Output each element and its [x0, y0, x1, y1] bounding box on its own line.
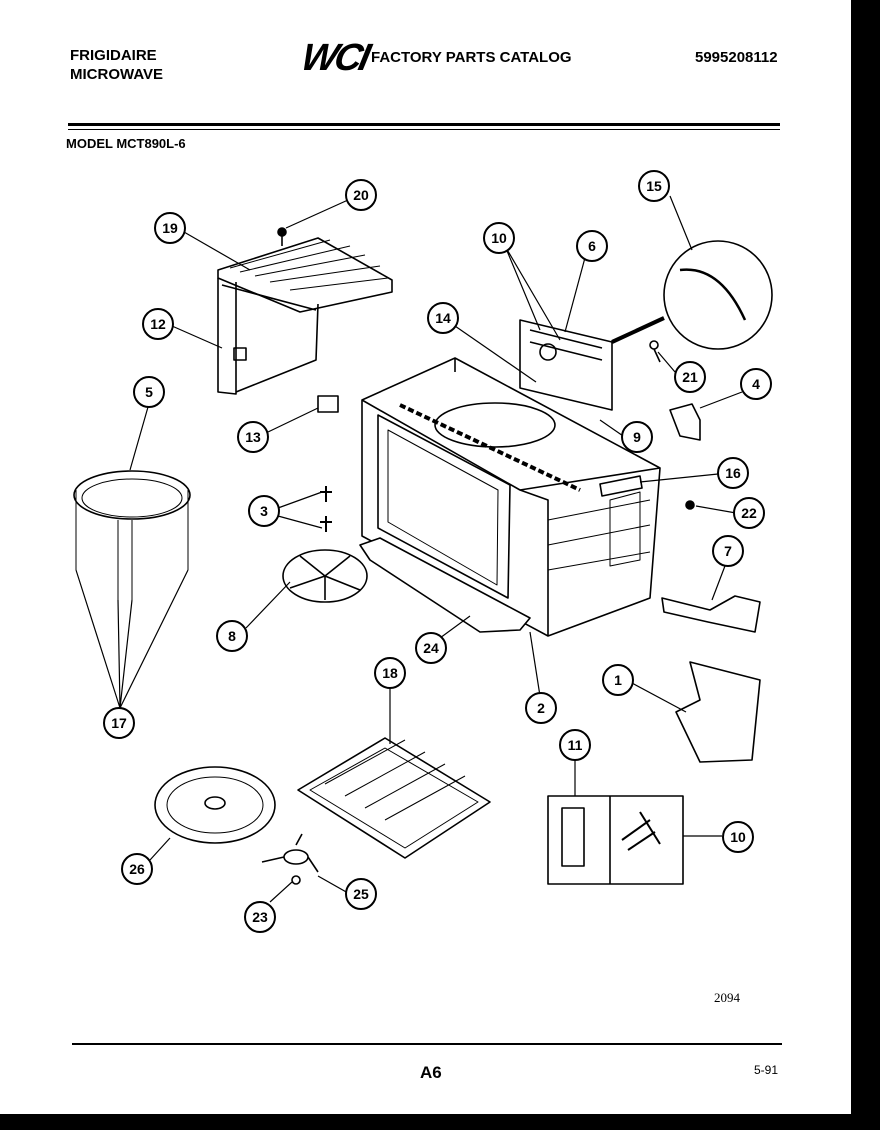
header-rule-thin: [68, 129, 780, 130]
screw-part: [277, 227, 287, 246]
callout-2: 2: [525, 692, 557, 724]
catalog-part-number: 5995208112: [695, 49, 778, 66]
outer-cover-part: [217, 237, 393, 395]
callout-10b: 10: [722, 821, 754, 853]
footer-rule: [72, 1043, 782, 1045]
svg-text:4: 4: [752, 376, 760, 392]
brand-name: FRIGIDAIRE: [70, 47, 157, 64]
svg-text:19: 19: [162, 220, 178, 236]
motor-shaft-part: [320, 486, 332, 532]
switch-part: [317, 395, 339, 413]
svg-text:17: 17: [111, 715, 127, 731]
svg-text:12: 12: [150, 316, 166, 332]
callout-16: 16: [717, 457, 749, 489]
svg-text:11: 11: [568, 737, 583, 753]
header-rule: [68, 123, 780, 126]
callout-26: 26: [121, 853, 153, 885]
callout-12: 12: [142, 308, 174, 340]
svg-text:7: 7: [724, 543, 732, 559]
brand-block: FRIGIDAIRE MICROWAVE: [70, 46, 163, 84]
svg-text:14: 14: [435, 310, 451, 326]
callout-17: 17: [103, 707, 135, 739]
callout-24: 24: [415, 632, 447, 664]
catalog-title: FACTORY PARTS CATALOG: [371, 49, 572, 66]
callout-20: 20: [345, 179, 377, 211]
small-bracket-part: [669, 403, 701, 441]
svg-text:26: 26: [129, 861, 145, 877]
page-number: A6: [420, 1063, 442, 1082]
callout-19: 19: [154, 212, 186, 244]
glass-tray-part: [154, 766, 276, 844]
svg-text:10: 10: [491, 230, 507, 246]
svg-text:13: 13: [245, 429, 261, 445]
callout-5: 5: [133, 376, 165, 408]
svg-text:23: 23: [252, 909, 268, 925]
callout-23: 23: [244, 901, 276, 933]
mounting-bracket-part: [675, 661, 761, 763]
screw-part: [649, 340, 661, 363]
svg-text:24: 24: [423, 640, 439, 656]
svg-text:6: 6: [588, 238, 596, 254]
svg-text:8: 8: [228, 628, 236, 644]
magnified-detail: [611, 240, 773, 350]
base-plate-part: [359, 537, 531, 633]
leader-lines: [75, 195, 743, 903]
turntable-ring-part: [73, 470, 191, 600]
svg-text:20: 20: [353, 187, 369, 203]
callout-1: 1: [602, 664, 634, 696]
product-type: MICROWAVE: [70, 66, 164, 83]
oven-cavity-part: [361, 357, 661, 637]
air-duct-part: [661, 595, 761, 633]
scan-border-bottom: [0, 1114, 880, 1130]
svg-text:16: 16: [725, 465, 741, 481]
callout-13: 13: [237, 421, 269, 453]
callout-10: 10: [483, 222, 515, 254]
callout-14: 14: [427, 302, 459, 334]
svg-text:15: 15: [646, 178, 662, 194]
fan-blade-part: [282, 549, 368, 603]
parts-inset-box: [547, 795, 684, 885]
model-number: MODEL MCT890L-6: [66, 136, 186, 151]
callout-15: 15: [638, 170, 670, 202]
date-code: 5-91: [754, 1063, 779, 1077]
svg-text:10: 10: [730, 829, 746, 845]
callout-25: 25: [345, 878, 377, 910]
callout-3: 3: [248, 495, 280, 527]
control-bracket-part: [519, 319, 613, 411]
latch-part: [599, 475, 643, 497]
callout-21: 21: [674, 361, 706, 393]
callout-6: 6: [576, 230, 608, 262]
callout-markers: 20 19 12 15 10 6 14 21 4 13 9 5 16 3 22 …: [103, 170, 772, 933]
svg-text:5: 5: [145, 384, 153, 400]
svg-text:21: 21: [682, 369, 698, 385]
callout-18: 18: [374, 657, 406, 689]
svg-text:3: 3: [260, 503, 268, 519]
svg-text:25: 25: [353, 886, 369, 902]
callout-4: 4: [740, 368, 772, 400]
drawing-reference-code: 2094: [714, 990, 740, 1005]
svg-text:18: 18: [382, 665, 398, 681]
callout-7: 7: [712, 535, 744, 567]
callout-22: 22: [733, 497, 765, 529]
screw-part: [685, 500, 695, 510]
oven-rack-part: [297, 737, 491, 859]
callout-8: 8: [216, 620, 248, 652]
roller-hub-part: [261, 833, 319, 885]
svg-text:22: 22: [741, 505, 757, 521]
svg-text:9: 9: [633, 429, 641, 445]
scan-border-right: [851, 0, 880, 1130]
callout-9: 9: [621, 421, 653, 453]
svg-text:1: 1: [614, 672, 622, 688]
svg-text:2: 2: [537, 700, 545, 716]
callout-11: 11: [559, 729, 591, 761]
